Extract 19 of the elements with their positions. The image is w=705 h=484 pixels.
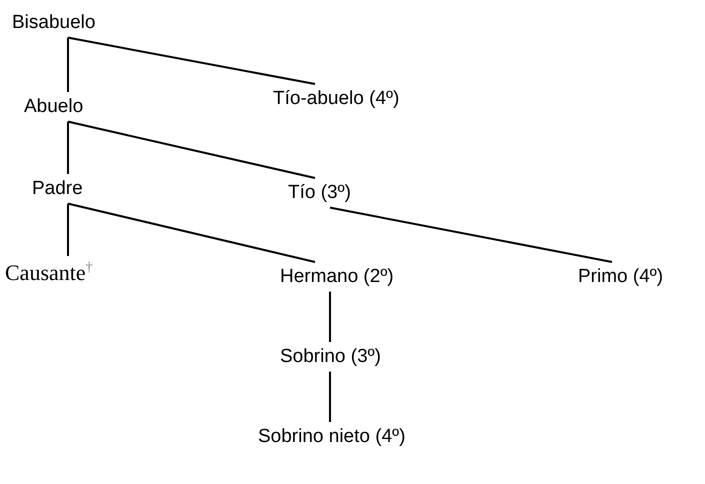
connector-line	[329, 372, 331, 422]
relative-label: Abuelo	[24, 94, 84, 120]
connector-line	[68, 36, 316, 85]
relative-label: Sobrino nieto (4º)	[258, 424, 406, 450]
relative-label: Causante$^{†}$	[5, 258, 93, 288]
connector-line	[68, 202, 316, 263]
connector-line	[330, 206, 612, 263]
relative-label: Tío (3º)	[288, 180, 351, 206]
connector-line	[67, 204, 69, 256]
connector-line	[67, 122, 69, 174]
relative-label: Tío-abuelo (4º)	[273, 86, 400, 112]
relative-label: Padre	[32, 176, 83, 202]
relative-label: Sobrino (3º)	[280, 344, 381, 370]
relative-label: Hermano (2º)	[280, 264, 394, 290]
relative-label: Bisabuelo	[12, 10, 96, 36]
connector-line	[68, 120, 316, 179]
relative-label: Primo (4º)	[578, 264, 664, 290]
connector-line	[67, 38, 69, 92]
connector-line	[329, 292, 331, 342]
